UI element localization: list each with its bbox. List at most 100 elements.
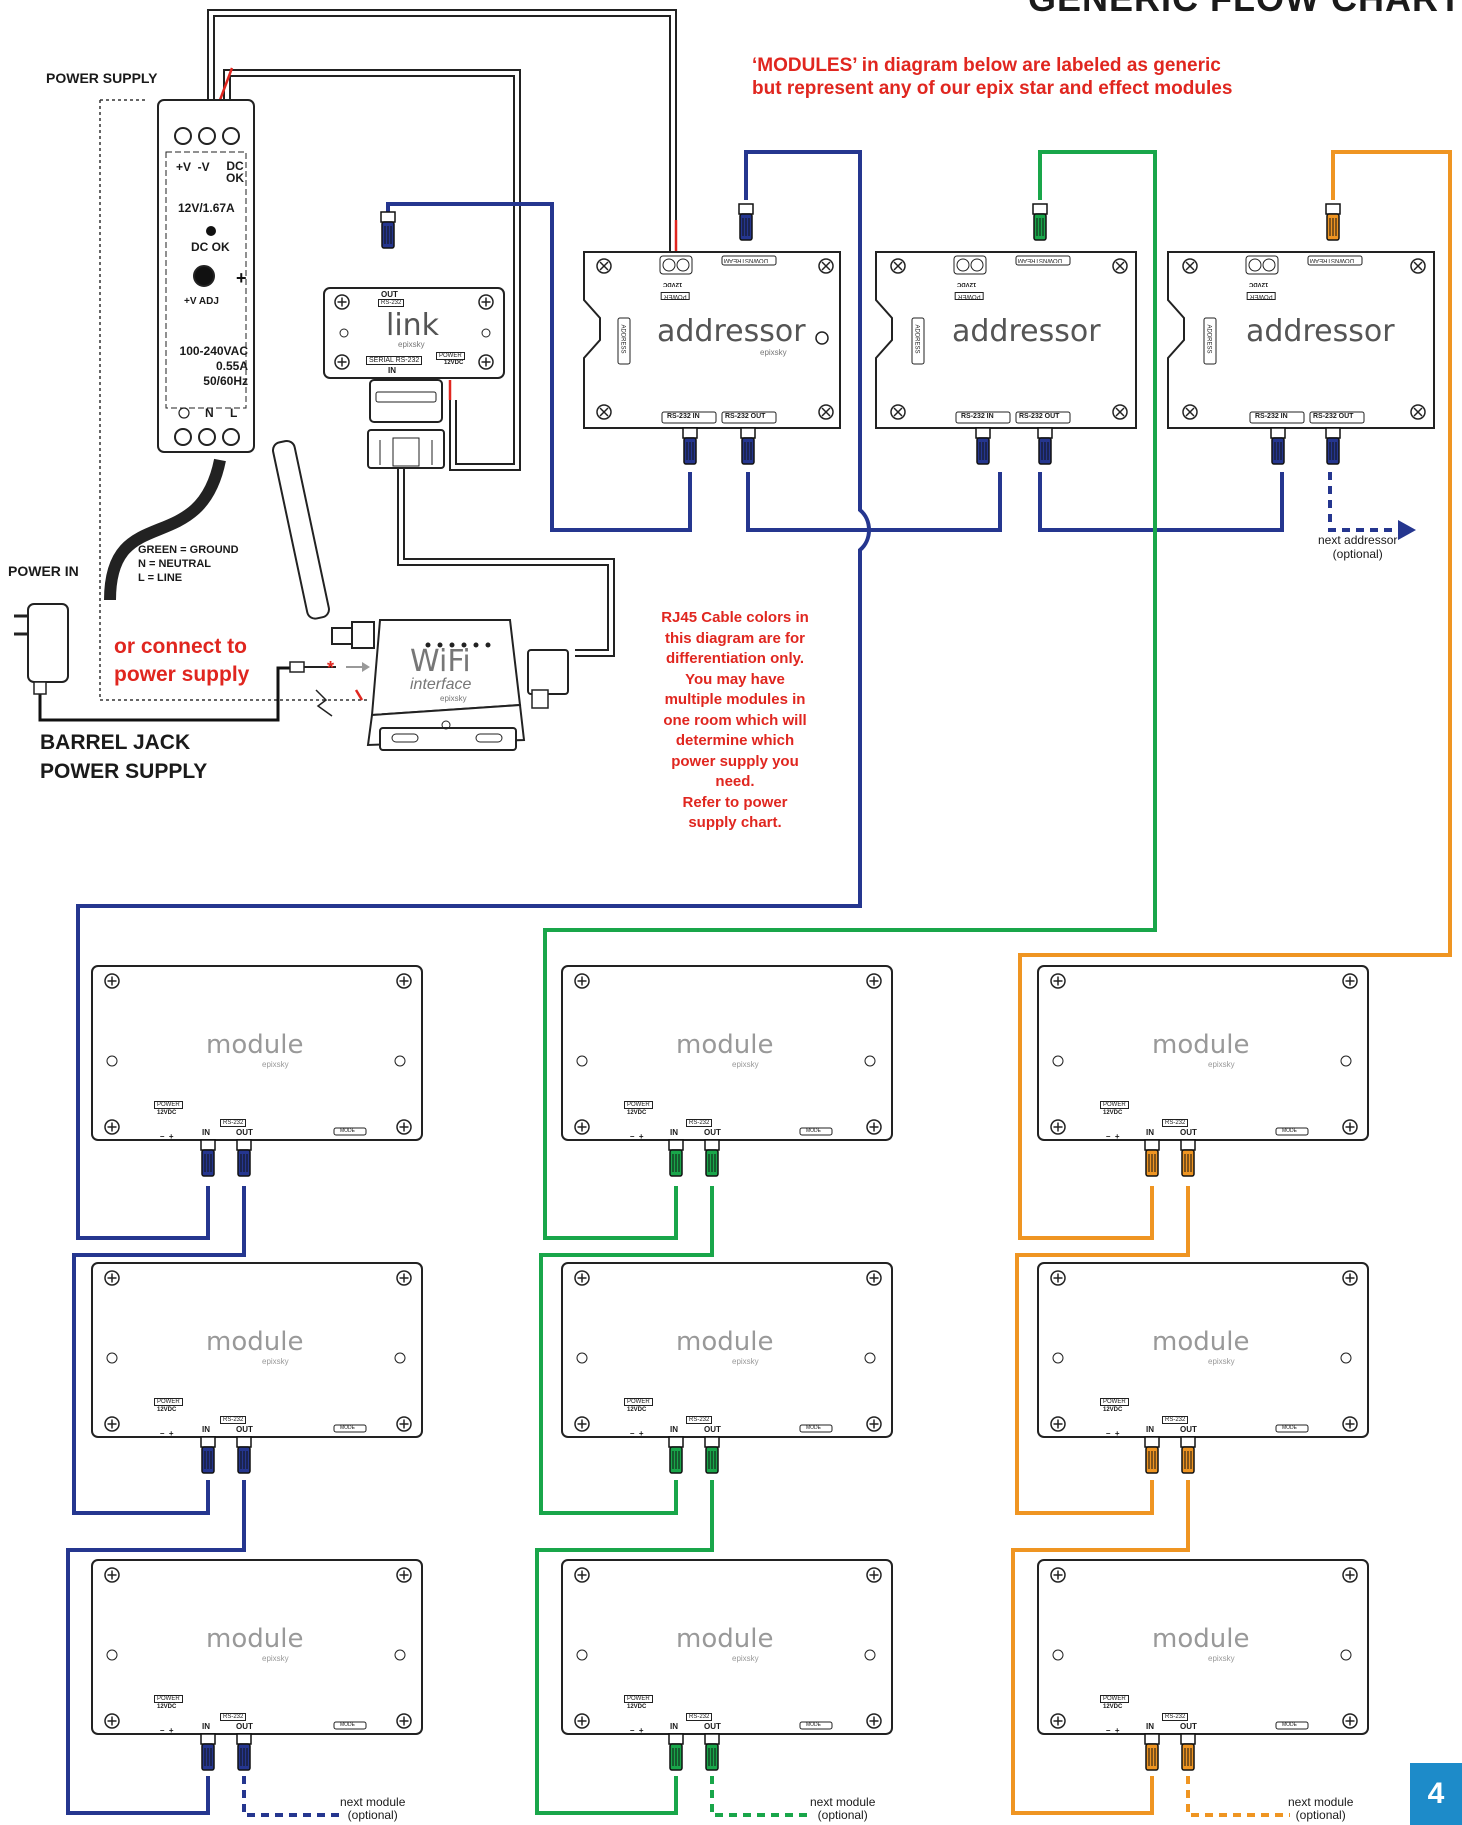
module-rs232-label: RS-232 [220,1416,247,1424]
module-power-label: POWER [624,1695,653,1703]
module-green-2 [561,1262,893,1438]
module-orange-2 [1037,1262,1369,1438]
module-mode-label: MODE [806,1128,821,1134]
module-power-label: POWER [154,1101,183,1109]
dc-power-wire [207,9,677,471]
module-brand: epixsky [1208,1357,1235,1366]
module-name: module [1152,1030,1250,1060]
module-name: module [206,1327,304,1357]
module-mode-label: MODE [1282,1128,1297,1134]
green-cable-run [535,150,1157,1817]
wiring-legend-ground: GREEN = GROUND [138,544,239,556]
module-vdc-label: 12VDC [1103,1704,1123,1710]
next-module-line-1: next module [1288,1795,1354,1809]
link-in-label: IN [388,366,396,375]
module-power-label: POWER [1100,1695,1129,1703]
module-mode-label: MODE [340,1425,355,1431]
next-module-line-2: (optional) [347,1808,398,1822]
barrel-jack-line-2: POWER SUPPLY [40,760,208,783]
psu-rating: 12V/1.67A [178,201,235,215]
module-vdc-label: 12VDC [157,1704,177,1710]
addressor-2-address: ADDRESS [913,324,920,354]
module-name: module [676,1327,774,1357]
module-in-label: IN [670,1425,678,1434]
module-vdc-label: 12VDC [1103,1110,1123,1116]
addressor-1-power: POWER [661,292,690,300]
module-out-label: OUT [704,1128,721,1137]
module-polarity: – + [630,1132,644,1141]
rj45-note-line: Refer to power [682,793,788,811]
module-name: module [1152,1327,1250,1357]
module-power-label: POWER [624,1101,653,1109]
module-blue-3 [91,1559,423,1735]
module-in-label: IN [670,1128,678,1137]
next-module-label-orange: next module (optional) [1288,1796,1353,1822]
wall-adapter [14,603,69,695]
power-in-label: POWER IN [8,563,79,579]
module-vdc-label: 12VDC [627,1704,647,1710]
link-name: link [386,308,440,343]
rj45-note-line: determine which [675,732,795,749]
rj45-note-line: supply chart. [688,814,782,831]
next-addressor-label: next addressor (optional) [1318,533,1397,561]
addressor-2-rs-out: RS-232 OUT [1019,413,1060,420]
module-power-label: POWER [1100,1101,1129,1109]
module-brand: epixsky [732,1654,759,1663]
next-module-line-2: (optional) [817,1808,868,1822]
module-in-label: IN [1146,1128,1154,1137]
module-in-label: IN [202,1425,210,1434]
module-blue-1 [91,965,423,1141]
wiring-legend-neutral: N = NEUTRAL [138,558,212,570]
wifi-brand: epixsky [440,694,467,703]
psu-terminals-top: +V -V [176,160,210,174]
addressor-1-downstream: DOWNSTREAM [724,257,768,263]
module-out-label: OUT [1180,1425,1197,1434]
psu-input-line-2: 0.55A [215,359,248,373]
psu-dc-ok: DC OK [191,240,230,254]
alt-power-line-2: power supply [114,663,250,686]
rj45-note-line: You may have [685,670,785,688]
module-polarity: – + [160,1429,174,1438]
modules-note: ‘MODULES’ in diagram below are labeled a… [752,54,1232,100]
svg-text:+: + [236,268,247,288]
psu-input-rating: 100-240VAC 0.55A 50/60Hz [172,344,248,389]
rj45-note: RJ45 Cable colors in this diagram are fo… [645,608,825,834]
link-out-label: OUT [381,290,398,299]
module-rs232-label: RS-232 [1162,1713,1189,1721]
rj45-note-line: multiple modules in [664,691,806,708]
module-name: module [206,1030,304,1060]
module-brand: epixsky [732,1357,759,1366]
addressor-3-name: addressor [1246,314,1395,349]
module-polarity: – + [630,1429,644,1438]
module-out-label: OUT [236,1128,253,1137]
psu-input-line-1: 100-240VAC [179,344,248,358]
module-rs232-label: RS-232 [686,1416,713,1424]
barrel-jack-line-1: BARREL JACK [40,731,191,754]
link-out-rj45-plug [380,211,396,249]
alt-power-line-1: or connect to [114,635,248,658]
module-rs232-label: RS-232 [686,1713,713,1721]
barrel-jack-label: BARREL JACK POWER SUPPLY [40,728,207,786]
module-mode-label: MODE [340,1722,355,1728]
addressor-1-rs-in: RS-232 IN [667,413,700,420]
addressor-2-rs-in: RS-232 IN [961,413,994,420]
addressor-2-vdc: 12VDC [957,281,977,287]
addressor-1-vdc: 12VDC [663,281,683,287]
module-name: module [676,1030,774,1060]
module-rs232-label: RS-232 [220,1119,247,1127]
addressor-1-brand: epixsky [760,348,787,357]
next-addressor-line-1: next addressor [1318,533,1398,547]
psu-dc-ok-top: DC OK [226,160,244,184]
rj45-note-line: RJ45 Cable colors in [661,609,809,626]
module-brand: epixsky [732,1060,759,1069]
page-number: 4 [1410,1763,1462,1825]
psu-terminal-l: L [230,406,238,420]
addressor-3-power: POWER [1247,292,1276,300]
power-supply-dotted-line [99,99,368,701]
module-mode-label: MODE [806,1722,821,1728]
module-out-label: OUT [704,1425,721,1434]
module-vdc-label: 12VDC [627,1110,647,1116]
addressor-1 [583,251,841,429]
addressor-3-downstream-plug [1325,203,1341,241]
link-power-label: POWER [436,352,465,360]
